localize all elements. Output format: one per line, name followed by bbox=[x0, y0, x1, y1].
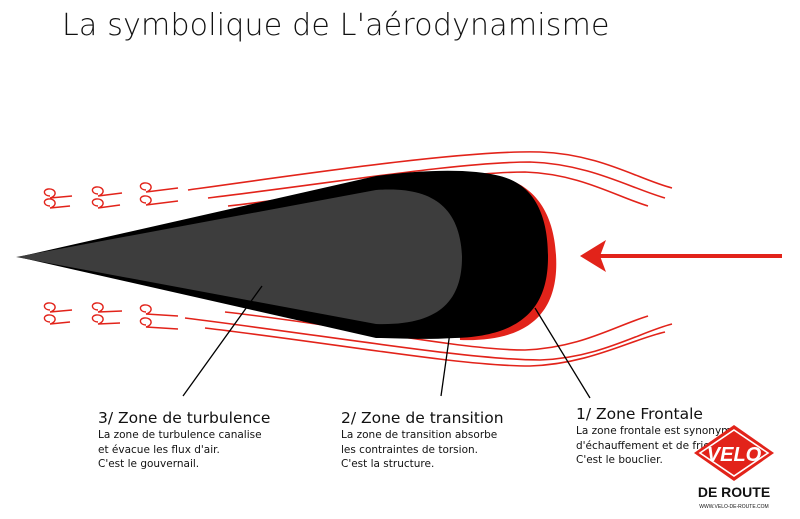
zone-frontale-heading: 1/ Zone Frontale bbox=[576, 405, 703, 423]
zone-turbulence-heading: 3/ Zone de turbulence bbox=[98, 409, 271, 427]
zone-turbulence-label: 3/ Zone de turbulence La zone de turbule… bbox=[98, 409, 270, 472]
zone-transition-label: 2/ Zone de transition La zone de transit… bbox=[341, 409, 504, 472]
turbulence-curls-top bbox=[43, 182, 179, 209]
leader-line-turbulence bbox=[182, 285, 263, 397]
zone-turbulence-line-1: La zone de turbulence canalise bbox=[98, 429, 262, 441]
airflow-arrow bbox=[580, 240, 782, 272]
turbulence-curls-bottom bbox=[43, 302, 179, 330]
zone-frontale-line-1: La zone frontale est synonyme bbox=[576, 425, 738, 437]
turbulence-zone-shape bbox=[16, 189, 462, 325]
logo-diamond bbox=[694, 425, 774, 481]
zone-frontale-line-2: d'échauffement et de friction. bbox=[576, 439, 733, 452]
velo-de-route-logo: VELO DE ROUTE WWW.VELO-DE-ROUTE.COM bbox=[694, 425, 774, 510]
leader-lines bbox=[182, 285, 591, 399]
zone-transition-line-1: La zone de transition absorbe bbox=[341, 429, 498, 441]
logo-url-text: WWW.VELO-DE-ROUTE.COM bbox=[699, 504, 768, 510]
zone-transition-heading: 2/ Zone de transition bbox=[341, 409, 504, 427]
zone-frontale-label: 1/ Zone Frontale La zone frontale est sy… bbox=[576, 405, 738, 468]
zone-turbulence-line-2: et évacue les flux d'air. bbox=[98, 443, 220, 456]
zone-transition-line-3: C'est la structure. bbox=[341, 458, 435, 470]
zone-frontale-line-3: C'est le bouclier. bbox=[576, 454, 663, 466]
zone-turbulence-line-3: C'est le gouvernail. bbox=[98, 458, 200, 470]
logo-de-route-text: DE ROUTE bbox=[698, 484, 770, 500]
leader-line-frontale bbox=[534, 307, 591, 399]
logo-velo-text: VELO bbox=[707, 444, 762, 466]
page-title: La symbolique de L'aérodynamisme bbox=[62, 8, 610, 43]
leader-line-transition bbox=[440, 317, 453, 397]
zone-transition-line-2: les contraintes de torsion. bbox=[341, 443, 478, 456]
